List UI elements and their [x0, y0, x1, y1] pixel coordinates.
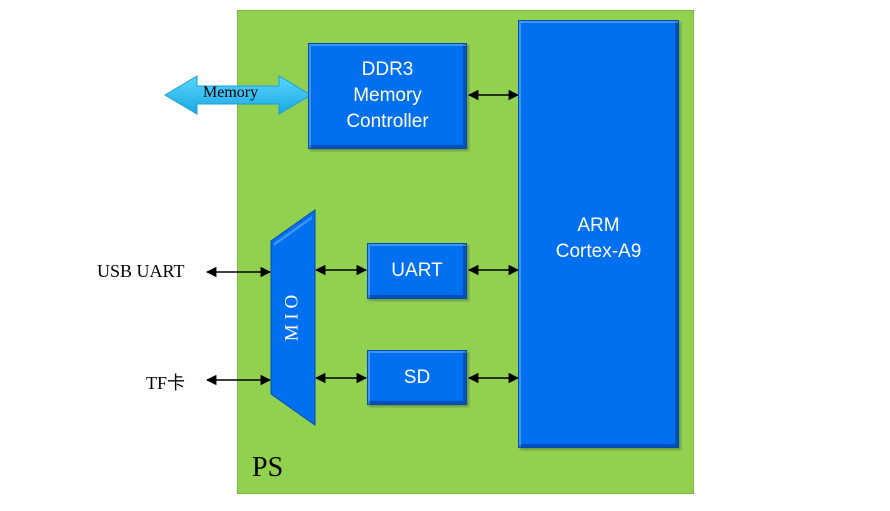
uart-label: UART	[391, 260, 443, 281]
ps-label: PS	[252, 452, 284, 483]
tf-card-label: TF卡	[146, 373, 186, 393]
usb-uart-label: USB UART	[97, 261, 185, 281]
ddr3-label: DDR3 Memory Controller	[346, 59, 429, 132]
mio-block	[270, 209, 316, 426]
ddr3-memory-controller-block: DDR3 Memory Controller	[308, 43, 467, 149]
uart-block: UART	[367, 243, 467, 299]
sd-block: SD	[367, 350, 467, 405]
mio-label: M I O	[281, 295, 302, 341]
arm-label: ARM Cortex-A9	[555, 215, 642, 262]
sd-label: SD	[403, 366, 431, 388]
arm-cortex-a9-block: ARM Cortex-A9	[518, 20, 679, 448]
memory-label: Memory	[203, 84, 259, 101]
